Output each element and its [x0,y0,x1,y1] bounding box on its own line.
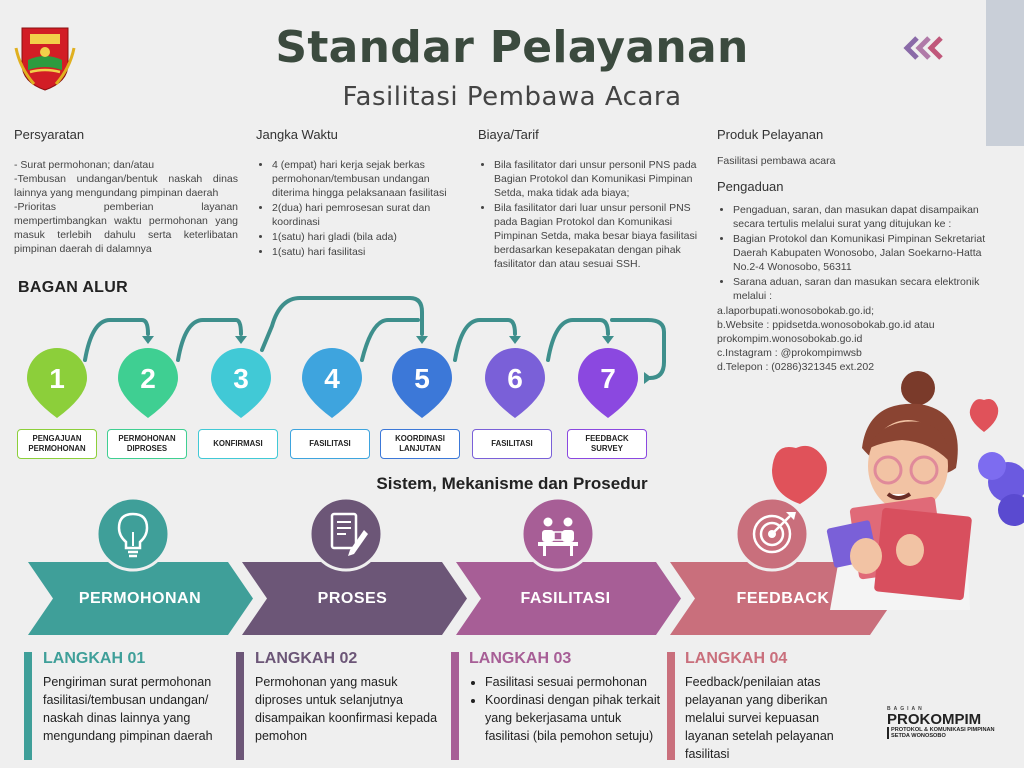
flow-step-6: 6 [485,348,545,418]
jangka-waktu-item: 1(satu) hari fasilitasi [272,245,464,259]
step-label-2: PERMOHONAN DIPROSES [107,429,187,459]
jangka-waktu-item: 4 (empat) hari kerja sejak berkas permoh… [272,158,464,200]
jangka-waktu-section: Jangka Waktu 4 (empat) hari kerja sejak … [256,127,464,260]
flow-step-number: 4 [324,363,340,394]
stage-label-proses: PROSES [317,590,388,607]
flow-step-number: 6 [507,363,523,394]
langkah-1-bar [24,652,32,760]
flow-step-5: 5 [392,348,452,418]
sistem-title: Sistem, Mekanisme dan Prosedur [376,474,648,493]
flow-step-4: 4 [302,348,362,418]
prokompim-logo: BAGIAN PROKOMPIM PROTOKOL & KOMUNIKASI P… [887,706,995,739]
stage-label-permohonan: PERMOHONAN [78,590,202,607]
pengaduan-line: b.Website : ppidsetda.wonosobokab.go.id … [717,319,935,331]
langkah-1: LANGKAH 01 Pengiriman surat permohonan f… [43,650,233,745]
large-heart-icon [772,445,827,504]
back-chevrons-icon [903,36,943,60]
langkah-2-title: LANGKAH 02 [255,650,358,667]
stage-icon-circle [520,496,596,572]
jangka-waktu-item: 1(satu) hari gladi (bila ada) [272,230,464,244]
langkah-2: LANGKAH 02 Permohonan yang masuk diprose… [255,650,445,745]
persyaratan-line: -Prioritas pemberian layanan mempertimba… [14,201,238,255]
stage-chevron-permohonan [28,562,253,635]
langkah-4-bar [667,652,675,760]
flow-step-number: 7 [600,363,616,394]
stage-chevron-proses [242,562,467,635]
jangka-waktu-item: 2(dua) hari pemrosesan surat dan koordin… [272,201,464,229]
pengaduan-line: a.laporbupati.wonosobokab.go.id; [717,305,875,317]
flow-step-7: 7 [578,348,638,418]
logo-top: BAGIAN [887,706,925,712]
logo-line1: PROTOKOL & KOMUNIKASI PIMPINAN [887,727,995,733]
stage-label-feedback: FEEDBACK [736,590,830,607]
step-label-1: PENGAJUAN PERMOHONAN [17,429,97,459]
langkah-3-item: Koordinasi dengan pihak terkait yang bek… [485,691,669,745]
step-label-3: KONFIRMASI [198,429,278,459]
page-title: Standar Pelayanan [275,22,749,73]
persyaratan-section: Persyaratan - Surat permohonan; dan/atau… [14,127,238,256]
logo-line2: SETDA WONOSOBO [887,733,977,739]
step-label-5: KOORDINASI LANJUTAN [380,429,460,459]
flow-diagram: 1 2 3 4 5 6 7 [27,296,666,418]
page-subtitle: Fasilitasi Pembawa Acara [342,82,682,112]
woman-with-books-illustration [772,371,1024,610]
pengaduan-item: Sarana aduan, saran dan masukan secara e… [733,275,1003,303]
step-label-6: FASILITASI [472,429,552,459]
pengaduan-line: c.Instagram : @prokompimwsb [717,347,862,359]
langkah-3-bar [451,652,459,760]
process-icons [117,512,796,558]
langkah-1-title: LANGKAH 01 [43,650,146,667]
flow-step-1: 1 [27,348,87,418]
biaya-section: Biaya/Tarif Bila fasilitator dari unsur … [478,127,702,272]
flow-step-number: 3 [233,363,249,394]
step-label-7: FEEDBACK SURVEY [567,429,647,459]
stage-chevron-fasilitasi [456,562,681,635]
lightbulb-icon [117,512,149,558]
produk-text: Fasilitasi pembawa acara [717,155,836,167]
persyaratan-line: - Surat permohonan; dan/atau [14,159,155,171]
flow-step-number: 5 [414,363,430,394]
flow-step-3: 3 [211,348,271,418]
biaya-heading: Biaya/Tarif [478,127,539,142]
flow-connectors [83,296,666,380]
langkah-2-bar [236,652,244,760]
small-heart-icon [969,399,999,432]
produk-pengaduan-section: Produk Pelayanan Fasilitasi pembawa acar… [717,127,1003,374]
langkah-3-item: Fasilitasi sesuai permohonan [485,673,669,691]
langkah-4-title: LANGKAH 04 [685,650,788,667]
meeting-icon [538,517,578,556]
pengaduan-item: Bagian Protokol dan Komunikasi Pimpinan … [733,232,1003,274]
langkah-1-text: Pengiriman surat permohonan fasilitasi/t… [43,675,213,743]
regency-crest-icon [14,27,76,91]
flow-step-2: 2 [118,348,178,418]
pengaduan-line: d.Telepon : (0286)321345 ext.202 [717,361,875,373]
biaya-item: Bila fasilitator dari luar unsur personi… [494,201,702,271]
bagan-alur-title: BAGAN ALUR [18,279,128,296]
flow-step-number: 2 [140,363,156,394]
langkah-2-text: Permohonan yang masuk diproses untuk sel… [255,675,438,743]
stage-label-fasilitasi: FASILITASI [520,590,611,607]
langkah-3-title: LANGKAH 03 [469,650,572,667]
langkah-3: LANGKAH 03 Fasilitasi sesuai permohonan … [469,650,669,745]
target-icon [752,512,796,554]
flow-connector-arrowheads [142,336,652,384]
produk-heading: Produk Pelayanan [717,127,824,142]
step-label-4: FASILITASI [290,429,370,459]
pengaduan-heading: Pengaduan [717,179,784,194]
pengaduan-item: Pengaduan, saran, dan masukan dapat disa… [733,203,1003,231]
persyaratan-line: -Tembusan undangan/bentuk naskah dinas l… [14,173,238,199]
langkah-4-text: Feedback/penilaian atas pelayanan yang d… [685,675,834,761]
corner-decoration [986,0,1024,146]
flow-pins: 1 2 3 4 5 6 7 [27,348,638,418]
persyaratan-heading: Persyaratan [14,127,85,142]
langkah-4: LANGKAH 04 Feedback/penilaian atas pelay… [685,650,865,763]
biaya-item: Bila fasilitator dari unsur personil PNS… [494,158,702,200]
process-chevrons [28,496,895,635]
pengaduan-line: prokompim.wonosobokab.go.id [717,333,863,345]
logo-name: PROKOMPIM [887,711,982,728]
flow-step-number: 1 [49,363,65,394]
jangka-waktu-heading: Jangka Waktu [256,127,338,142]
document-pen-icon [330,512,368,556]
